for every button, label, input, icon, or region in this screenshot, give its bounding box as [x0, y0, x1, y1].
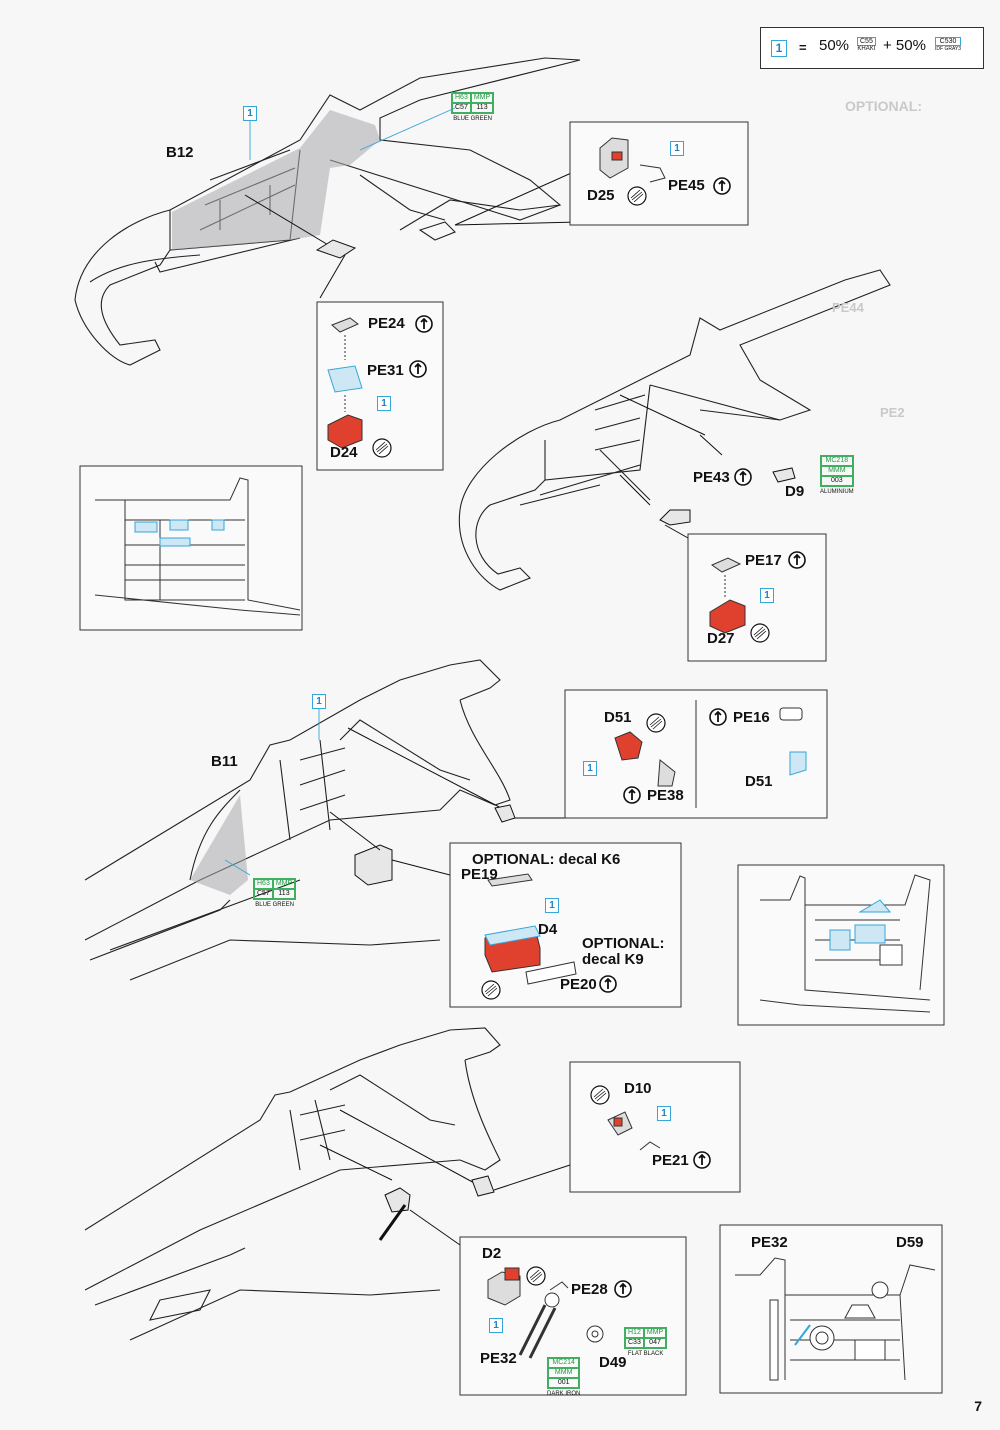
color-2: C530 IDF GRAY3: [935, 37, 962, 52]
part-label-pe20: PE20: [560, 976, 597, 993]
ghost-text: PE2: [880, 405, 905, 420]
fold-icon: [693, 1151, 711, 1169]
part-label-pe19: PE19: [461, 866, 498, 883]
fold-icon: [709, 708, 727, 726]
part-label-pe21: PE21: [652, 1152, 689, 1169]
glue-icon: [372, 438, 392, 458]
ratio-2: + 50%: [883, 37, 926, 54]
part-label-pe24: PE24: [368, 315, 405, 332]
step-number-badge: 1: [670, 141, 684, 156]
fold-icon: [734, 468, 752, 486]
part-label-pe17: PE17: [745, 552, 782, 569]
part-label-pe28: PE28: [571, 1281, 608, 1298]
part-label-d25: D25: [587, 187, 615, 204]
part-label-d9: D9: [785, 483, 805, 500]
inset-a: [79, 465, 303, 631]
glue-icon: [627, 186, 647, 206]
fold-icon: [713, 177, 731, 195]
shaded-wall-b11: [190, 795, 248, 895]
step-number-badge: 1: [657, 1106, 671, 1121]
color-1: C55 KHAKI: [857, 37, 876, 52]
step-number-badge: 1: [312, 694, 326, 709]
part-label-d24: D24: [330, 444, 358, 461]
step-number-badge: 1: [760, 588, 774, 603]
paint-chip-dark-iron: MC214 MMM 001 DARK IRON: [547, 1357, 581, 1397]
detail-pe45-box: [569, 121, 749, 226]
equals-sign: =: [799, 40, 807, 55]
paint-chip-aluminium: MC218 MMM 003 ALUMINIUM: [820, 455, 854, 495]
part-label-d49: D49: [599, 1354, 627, 1371]
step-number-badge: 1: [489, 1318, 503, 1333]
glue-icon: [646, 713, 666, 733]
section-b11: [84, 659, 511, 981]
part-label-b12: B12: [166, 144, 194, 161]
part-label-d51: D51: [745, 773, 773, 790]
part-label-pe16: PE16: [733, 709, 770, 726]
detail-d51-box: [564, 689, 828, 819]
ratio-1: 50%: [819, 37, 850, 54]
fold-icon: [599, 975, 617, 993]
section-bottom: [84, 1027, 501, 1341]
step-number-badge: 1: [583, 761, 597, 776]
part-label-pe32: PE32: [480, 1350, 517, 1367]
part-label-d2: D2: [482, 1245, 502, 1262]
ghost-text: OPTIONAL:: [845, 98, 922, 114]
detail-d10-box: [569, 1061, 741, 1193]
part-label-d27: D27: [707, 630, 735, 647]
part-label-d51: D51: [604, 709, 632, 726]
inset-label-d59: D59: [896, 1234, 924, 1251]
part-label-b11: B11: [211, 753, 238, 770]
part-label-d4: D4: [538, 921, 558, 938]
fold-icon: [415, 315, 433, 333]
inset-label-pe32: PE32: [751, 1234, 788, 1251]
glue-icon: [526, 1266, 546, 1286]
optional-decal-k6: OPTIONAL: decal K6: [472, 851, 621, 868]
ghost-text: PE44: [832, 300, 864, 315]
step-number-badge: 1: [377, 396, 391, 411]
part-label-pe45: PE45: [668, 177, 705, 194]
optional-decal-k9-text: decal K9: [582, 951, 644, 968]
detail-d2-box: [459, 1236, 687, 1396]
glue-icon: [590, 1085, 610, 1105]
step-number-badge: 1: [545, 898, 559, 913]
inset-c: [719, 1224, 943, 1394]
fold-icon: [788, 551, 806, 569]
color-mix-legend: 1 = 50% C55 KHAKI + 50% C530 IDF GRAY3: [760, 27, 984, 69]
glue-icon: [481, 980, 501, 1000]
fold-icon: [623, 786, 641, 804]
step-number-badge: 1: [243, 106, 257, 121]
fold-icon: [409, 360, 427, 378]
inset-b: [737, 864, 945, 1026]
part-label-pe38: PE38: [647, 787, 684, 804]
part-label-d10: D10: [624, 1080, 652, 1097]
optional-decal-k9-heading: OPTIONAL:: [582, 935, 665, 952]
step-number-badge: 1: [771, 40, 787, 57]
page-number: 7: [974, 1398, 982, 1414]
part-label-pe43: PE43: [693, 469, 730, 486]
glue-icon: [750, 623, 770, 643]
fold-icon: [614, 1280, 632, 1298]
section-pe43: [458, 269, 891, 591]
detail-d4-box: [449, 842, 682, 1008]
part-label-pe31: PE31: [367, 362, 404, 379]
